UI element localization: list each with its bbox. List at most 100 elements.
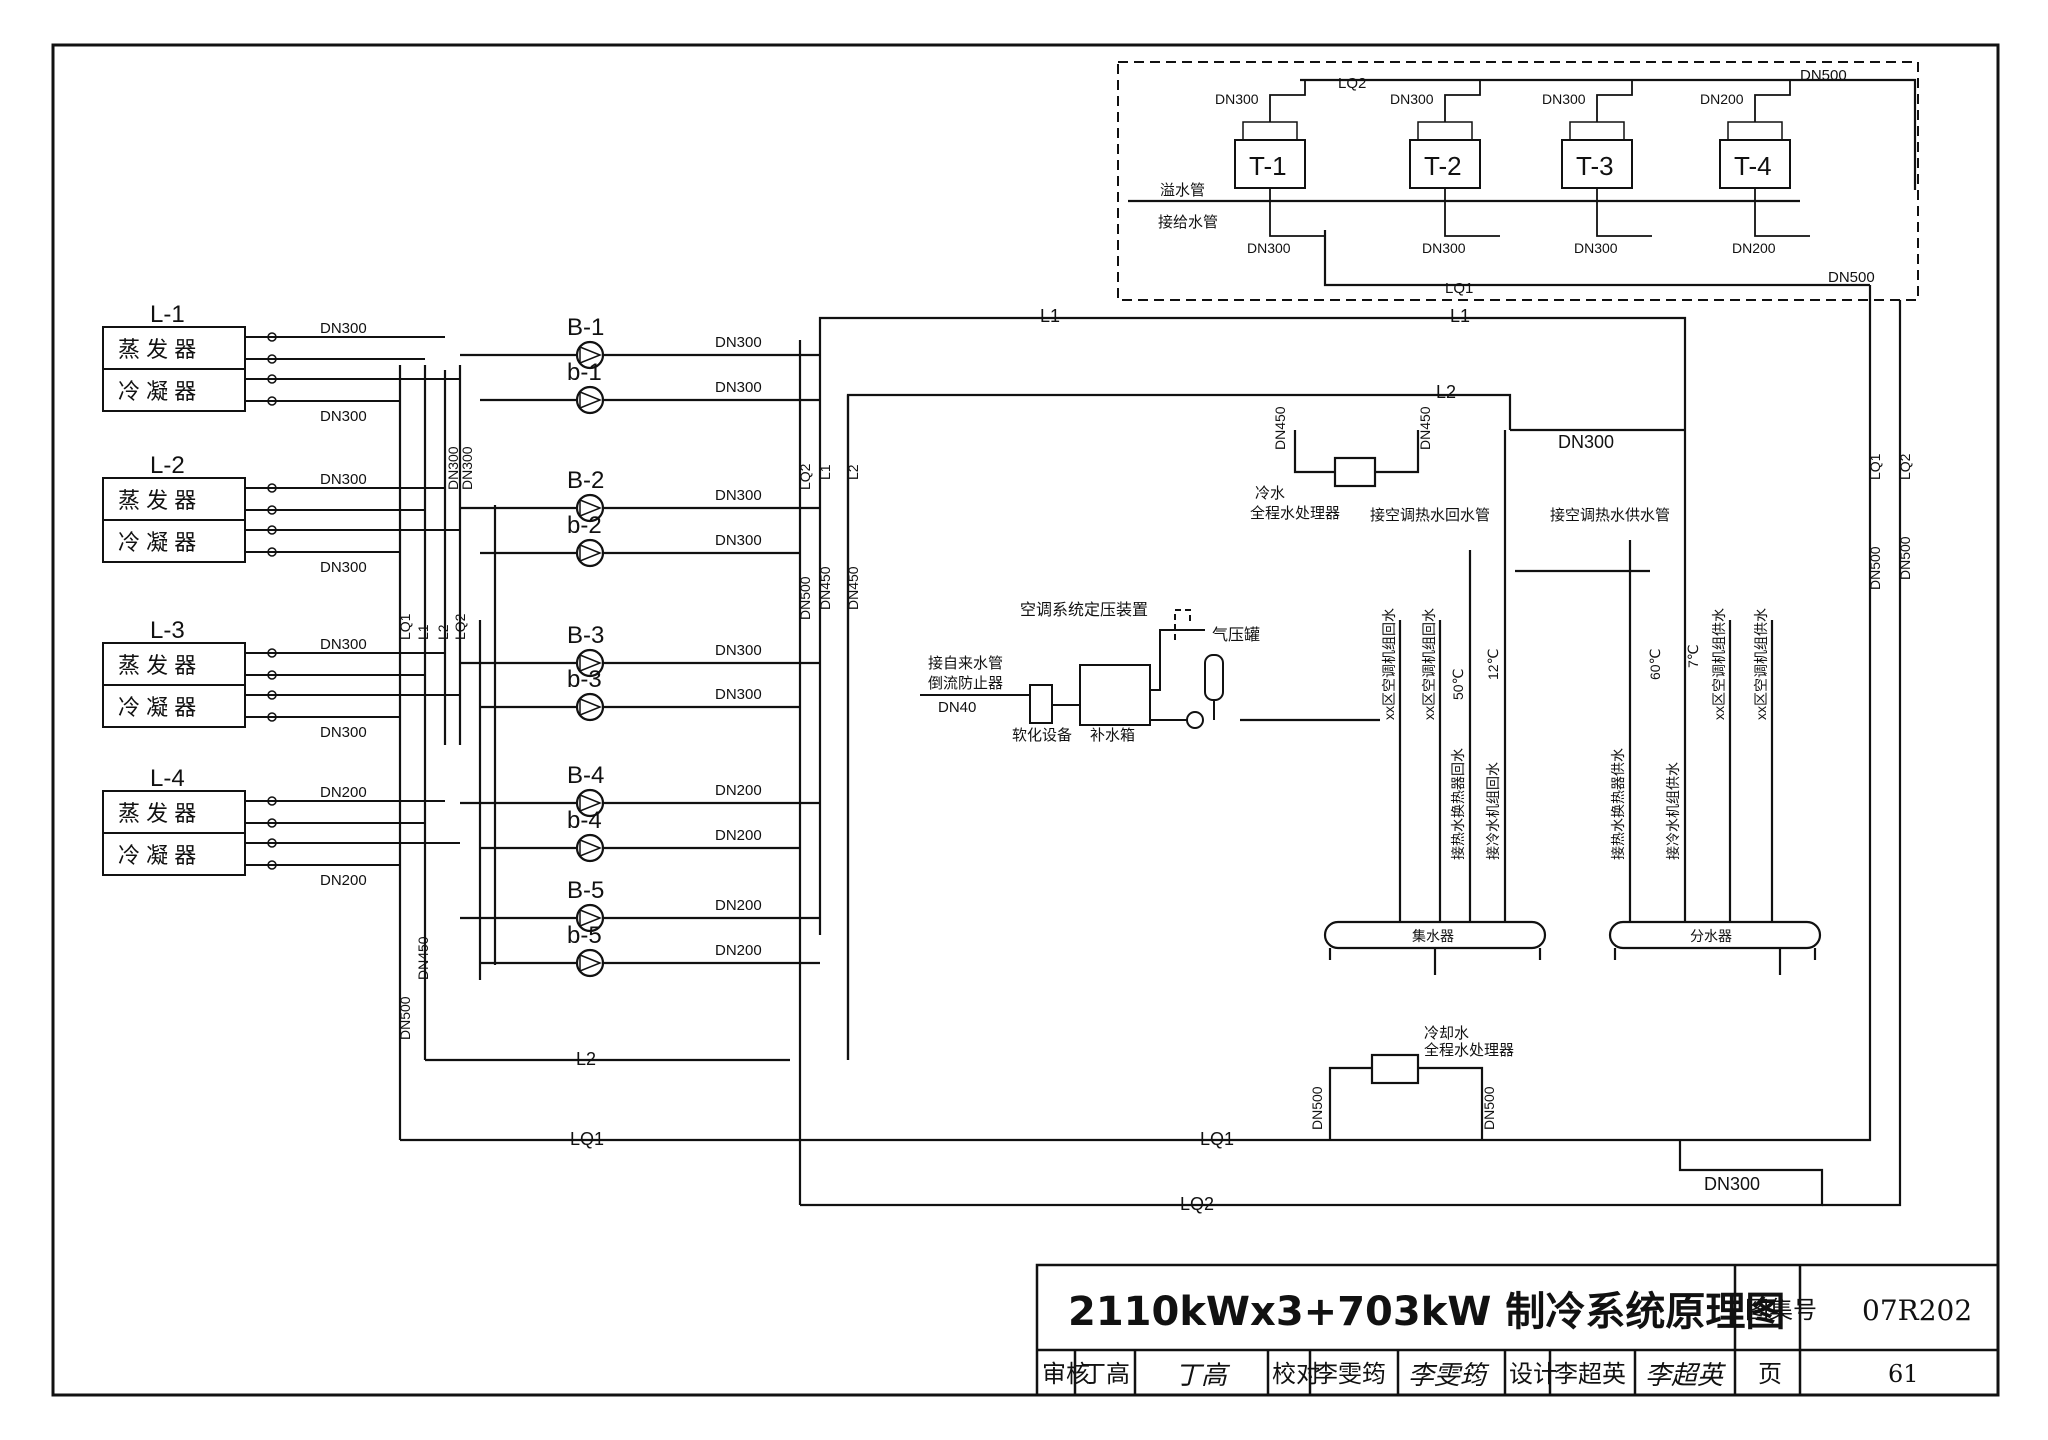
- gauge-icon: [267, 648, 277, 658]
- cooling-tower-area: [1117, 61, 1919, 301]
- pump-label: b-4: [567, 807, 602, 834]
- pump-label: B-5: [567, 877, 604, 904]
- label-dn300-v4: DN300: [459, 446, 475, 490]
- pump-label: b-3: [567, 666, 602, 693]
- tower-label: T-4: [1734, 151, 1772, 181]
- tower-label: T-2: [1424, 151, 1462, 181]
- cond-dn: DN300: [320, 724, 367, 741]
- label-lq2-v2: LQ2: [797, 463, 813, 490]
- label-makeup: 接给水管: [1158, 214, 1218, 231]
- label-chw-treat-2: 全程水处理器: [1250, 504, 1340, 522]
- gauge-icon: [267, 483, 277, 493]
- gauge-icon: [267, 374, 277, 384]
- pump-label: B-4: [567, 762, 604, 789]
- pump-arrow-icon: [579, 543, 603, 563]
- cond-dn: DN300: [320, 408, 367, 425]
- label-collector: 集水器: [1412, 928, 1454, 944]
- label-lq1-right: LQ1: [1867, 453, 1883, 480]
- title-block: [1035, 1263, 2000, 1397]
- tower-bottom-dn: DN300: [1574, 240, 1618, 256]
- pump-label: B-3: [567, 622, 604, 649]
- label-dn500-v3: DN500: [397, 996, 413, 1040]
- label-lq2-bottom: LQ2: [1180, 1194, 1214, 1214]
- label-l2-v2: L2: [845, 464, 861, 480]
- label-dn300-l2: DN300: [1558, 432, 1614, 452]
- evap-dn: DN300: [320, 320, 367, 337]
- label-dn500-v: DN500: [797, 576, 813, 620]
- evap-dn: DN200: [320, 784, 367, 801]
- label-l1-v: L1: [415, 624, 431, 640]
- condenser-box: [102, 368, 246, 412]
- rotated-labels: 50℃ 12℃ 60℃ 7℃ xx区空调机组回水 xx区空调机组回水 接热水换热…: [397, 406, 1913, 1130]
- label-pressure-tank: 气压罐: [1212, 626, 1260, 644]
- pump-dn: DN300: [715, 379, 762, 396]
- pump-label: B-1: [567, 314, 604, 341]
- label-l1-a: L1: [1040, 306, 1060, 326]
- pump-arrow-icon: [579, 390, 603, 410]
- evaporator-label: 蒸 发 器: [118, 337, 196, 362]
- pump-label: b-5: [567, 922, 602, 949]
- drawing-title: 2110kWx3+703kW 制冷系统原理图: [1068, 1289, 1785, 1335]
- tower-top-dn: DN200: [1700, 91, 1744, 107]
- label-riser-r1: xx区空调机组回水: [1381, 608, 1397, 720]
- pump-arrow-icon: [579, 498, 603, 518]
- label-dn450-chw1: DN450: [1272, 406, 1288, 450]
- tower-bottom-dn: DN300: [1247, 240, 1291, 256]
- label-riser-r2: xx区空调机组回水: [1421, 608, 1437, 720]
- tower-box: [1234, 139, 1306, 189]
- condenser-label: 冷 凝 器: [118, 843, 196, 868]
- label-temp-50: 50℃: [1450, 669, 1466, 700]
- tower-fan: [1727, 121, 1783, 141]
- tower-fan: [1417, 121, 1473, 141]
- label-dn500-cw2: DN500: [1481, 1086, 1497, 1130]
- pump-dn: DN300: [715, 487, 762, 504]
- label-lq2-right: LQ2: [1897, 453, 1913, 480]
- tower-box: [1561, 139, 1633, 189]
- design-label: 设计: [1509, 1360, 1557, 1388]
- check-label: 校对: [1272, 1360, 1320, 1388]
- condenser-label: 冷 凝 器: [118, 530, 196, 555]
- tower-inlet-pipe: [1596, 80, 1633, 122]
- label-dn500-right1: DN500: [1867, 546, 1883, 590]
- label-cw-treat-2: 全程水处理器: [1424, 1041, 1514, 1059]
- tower-bottom-dn: DN300: [1422, 240, 1466, 256]
- label-dn500-top: DN500: [1800, 67, 1847, 84]
- condenser-label: 冷 凝 器: [118, 695, 196, 720]
- gauge-icon: [267, 547, 277, 557]
- evap-dn: DN300: [320, 471, 367, 488]
- label-backflow: 倒流防止器: [928, 675, 1003, 692]
- evap-dn: DN300: [320, 636, 367, 653]
- chiller-label: L-2: [150, 452, 185, 479]
- cond-dn: DN300: [320, 559, 367, 576]
- tower-label: T-1: [1249, 151, 1287, 181]
- gauge-icon: [267, 796, 277, 806]
- label-riser-s3: xx区空调机组供水: [1711, 608, 1727, 720]
- pump-label: b-2: [567, 512, 602, 539]
- tower-inlet-pipe: [1444, 80, 1481, 122]
- label-chw-treat-1: 冷水: [1255, 485, 1285, 502]
- text-layer: L1 L1 L2 L2 LQ1 LQ1 LQ2 DN300 DN300 溢水管 …: [570, 67, 1875, 1214]
- label-dn40: DN40: [938, 699, 976, 716]
- gauge-icon: [267, 860, 277, 870]
- tower-label: T-3: [1576, 151, 1614, 181]
- label-makeup-tank: 补水箱: [1090, 727, 1135, 744]
- label-dn500-cw1: DN500: [1309, 1086, 1325, 1130]
- pump-dn: DN300: [715, 532, 762, 549]
- cooling-tower-group: T-1DN300DN300T-2DN300DN300T-3DN300DN300T…: [1215, 80, 1810, 256]
- label-lq2-v: LQ2: [452, 613, 468, 640]
